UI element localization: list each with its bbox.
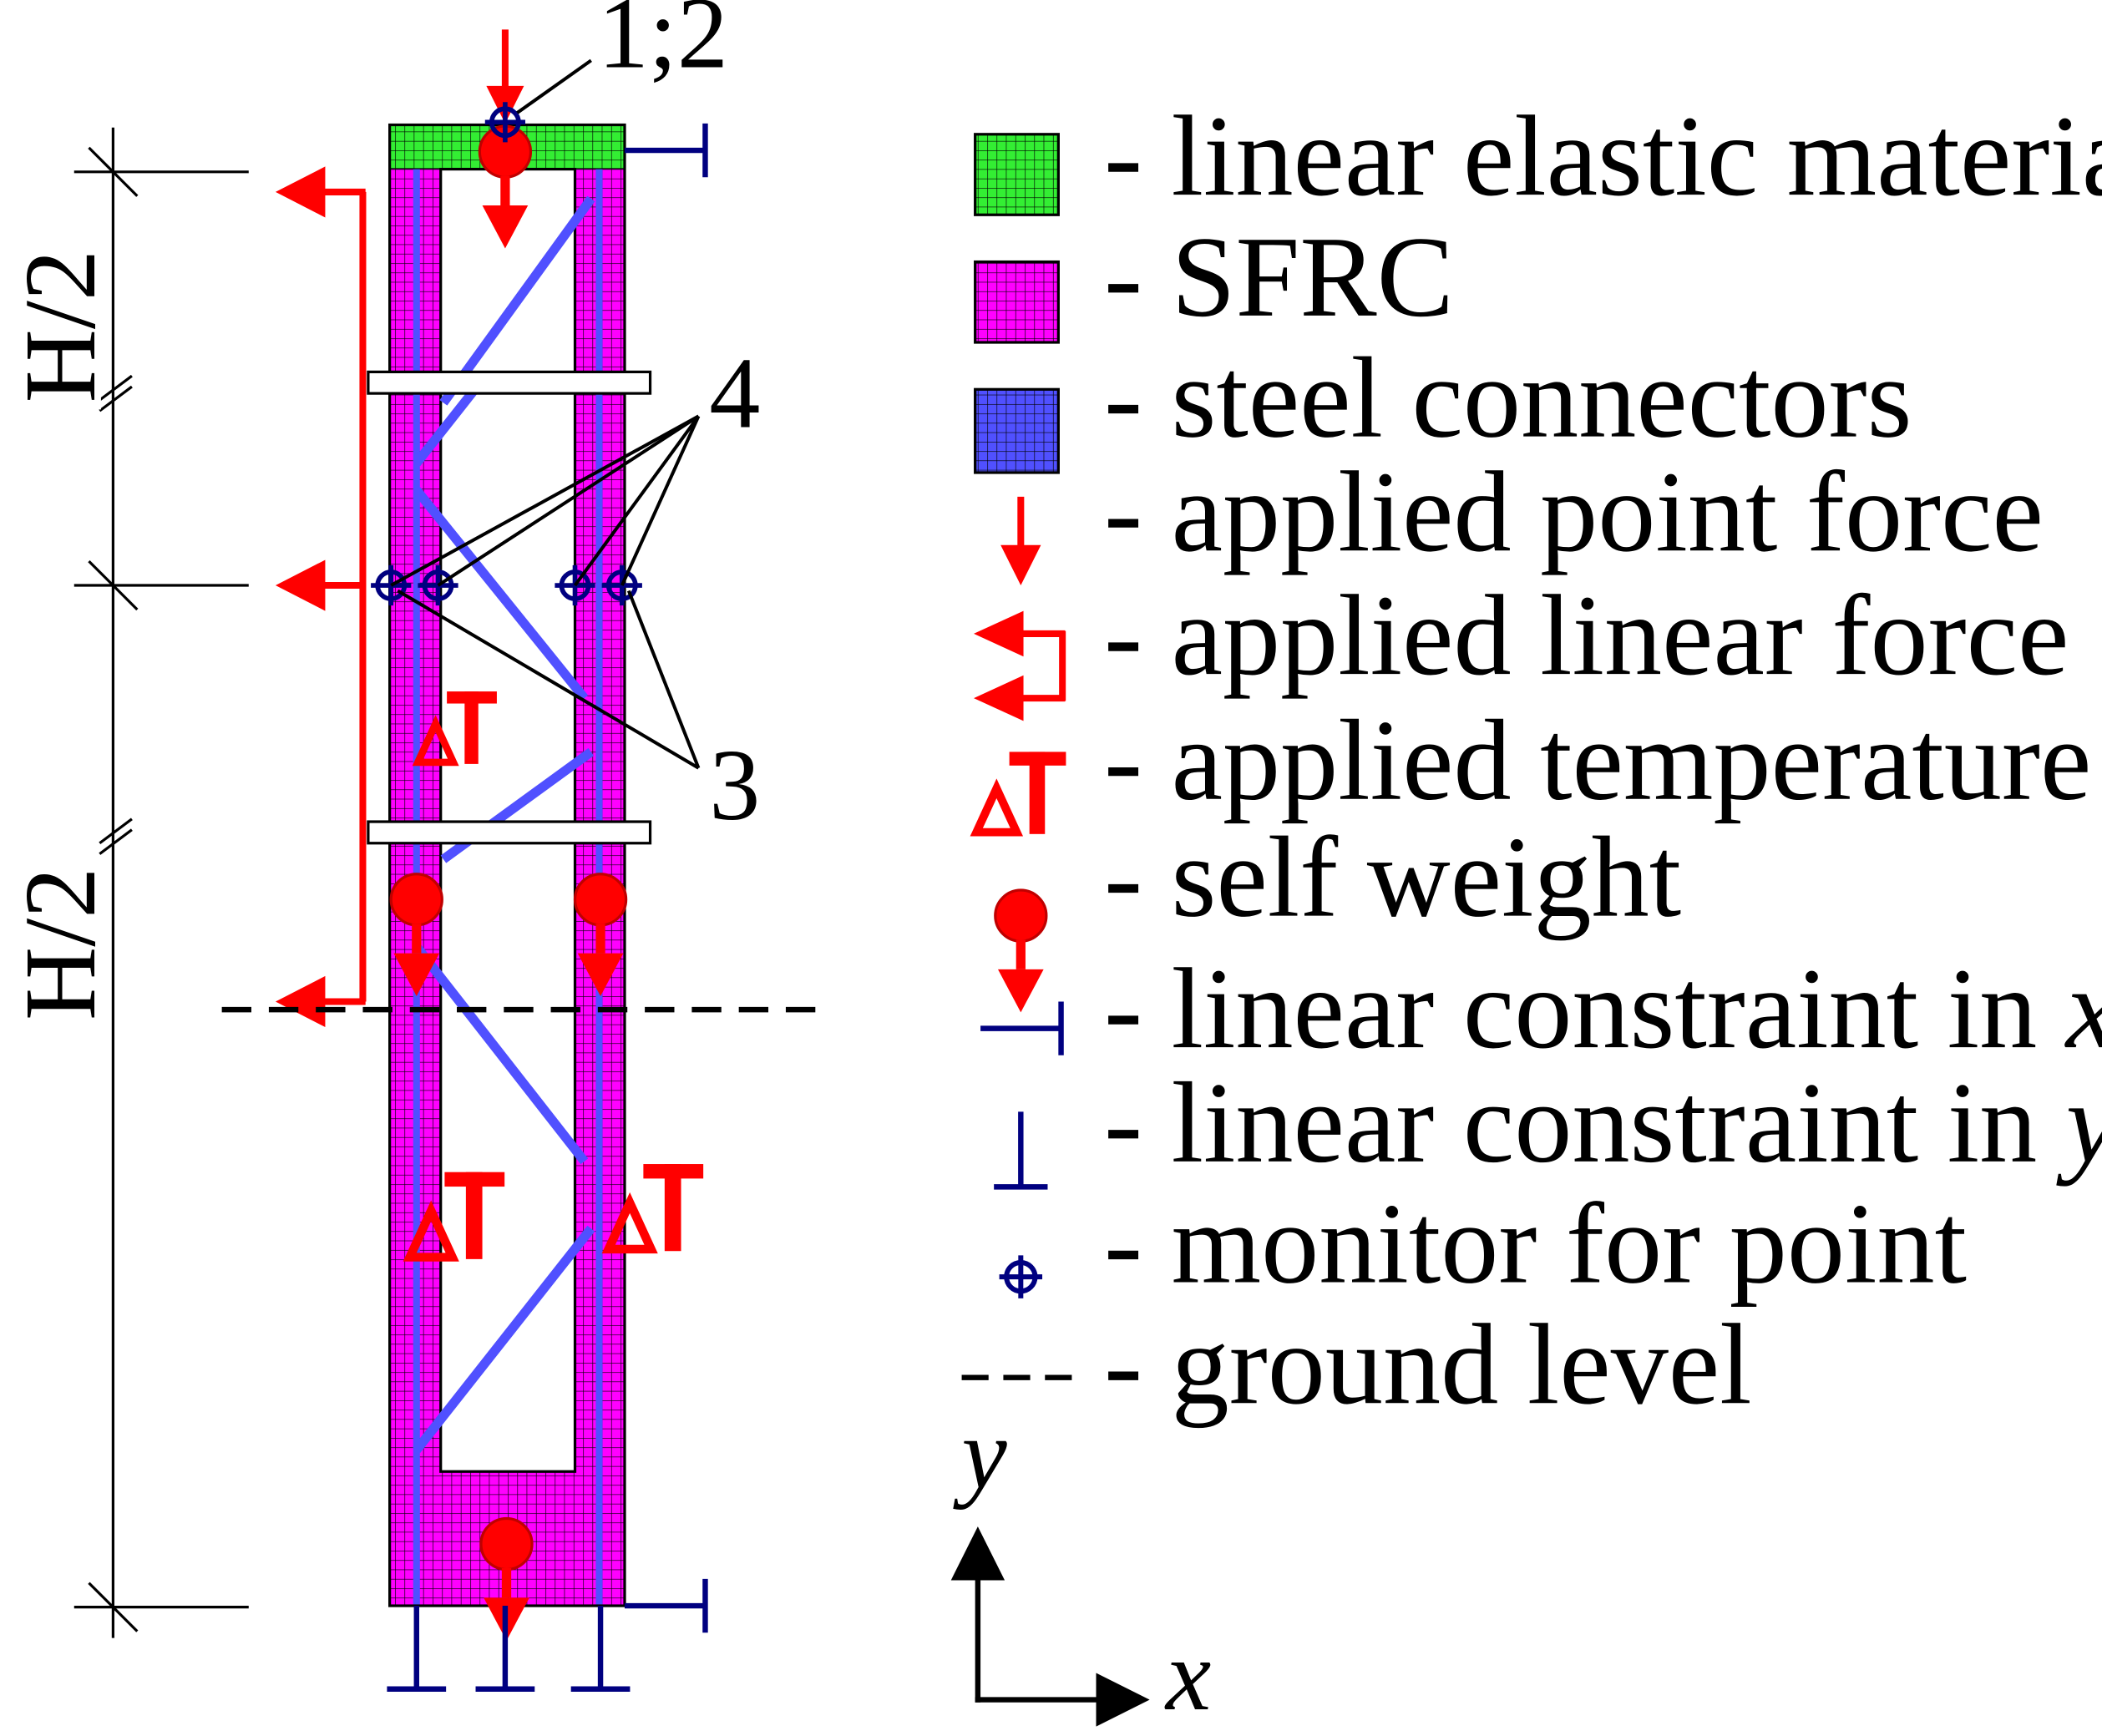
coordinate-axes bbox=[950, 1526, 1150, 1727]
legend-label-x-constraint: - linear constraint in x direction bbox=[1104, 944, 2102, 1072]
x-constraints bbox=[624, 123, 708, 1633]
delta-t-icon bbox=[976, 752, 1066, 833]
legend-label-point-force: - applied point force bbox=[1104, 448, 2044, 575]
legend: - linear elastic material - SFRC - steel… bbox=[961, 92, 2102, 1428]
legend-label-ground-level: - ground level bbox=[1104, 1300, 1752, 1428]
legend-label-temperature: - applied temperature difference bbox=[1104, 696, 2102, 824]
wall-structure bbox=[367, 123, 652, 1607]
x-constraint-icon bbox=[980, 1001, 1064, 1055]
dimension-lines bbox=[73, 127, 249, 1638]
label-1-2: 1;2 bbox=[598, 0, 728, 89]
legend-label-y-constraint: - linear constraint in y direction bbox=[1104, 1059, 2102, 1187]
monitor-point-icon bbox=[1000, 1255, 1042, 1298]
dimension-label-bottom: H/2 bbox=[4, 868, 117, 1020]
legend-label-sfrc: - SFRC bbox=[1104, 213, 1454, 341]
self-weight-icon bbox=[995, 890, 1046, 1012]
axis-label-y: y bbox=[953, 1398, 1008, 1511]
legend-label-linear-elastic: - linear elastic material bbox=[1104, 92, 2102, 220]
y-constraints bbox=[387, 1606, 631, 1692]
legend-label-steel-connectors: - steel connectors bbox=[1104, 334, 1912, 462]
section-breaks bbox=[367, 370, 652, 845]
label-3: 3 bbox=[709, 729, 760, 842]
leader-lines bbox=[390, 58, 701, 770]
legend-label-self-weight: - self weight bbox=[1104, 813, 1681, 941]
y-constraint-icon bbox=[994, 1111, 1048, 1190]
axis-label-x: x bbox=[1164, 1619, 1211, 1732]
applied-linear-force bbox=[275, 166, 367, 1028]
label-4: 4 bbox=[709, 337, 760, 449]
dimension-label-top: H/2 bbox=[4, 250, 117, 402]
legend-label-linear-force: - applied linear force bbox=[1104, 571, 2069, 699]
point-force-arrow-icon bbox=[1000, 496, 1041, 586]
steel-connectors bbox=[413, 195, 595, 1454]
legend-label-monitor: - monitor for point bbox=[1104, 1180, 1967, 1308]
linear-force-icon bbox=[974, 610, 1066, 721]
